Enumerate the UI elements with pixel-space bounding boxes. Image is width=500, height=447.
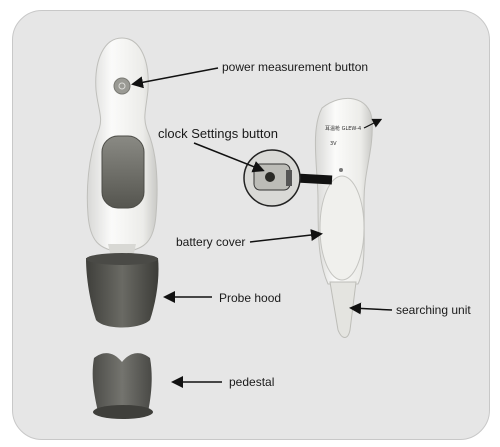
battery-cover-panel xyxy=(319,175,365,281)
label-power-button: power measurement button xyxy=(222,60,369,74)
device-model-marking: 耳温枪 GLEW-4 xyxy=(325,126,362,132)
arrow-power xyxy=(131,67,219,89)
thermometer-side xyxy=(314,98,373,338)
arrow-clock xyxy=(193,142,265,173)
label-clock-settings: clock Settings button xyxy=(158,126,278,141)
thermometer-front xyxy=(86,37,158,262)
power-button-icon xyxy=(113,77,131,95)
arrow-model xyxy=(363,118,383,129)
label-probe-hood: Probe hood xyxy=(219,291,282,305)
pedestal-base xyxy=(92,353,153,419)
label-pedestal: pedestal xyxy=(229,375,275,389)
display-window xyxy=(101,135,145,209)
arrow-battery xyxy=(249,229,323,243)
label-battery-cover: battery cover xyxy=(176,235,246,249)
label-searching-unit: searching unit xyxy=(396,303,471,317)
probe-hood xyxy=(86,258,159,328)
arrow-search xyxy=(349,302,393,315)
device-voltage-marking: 3V xyxy=(330,141,337,147)
